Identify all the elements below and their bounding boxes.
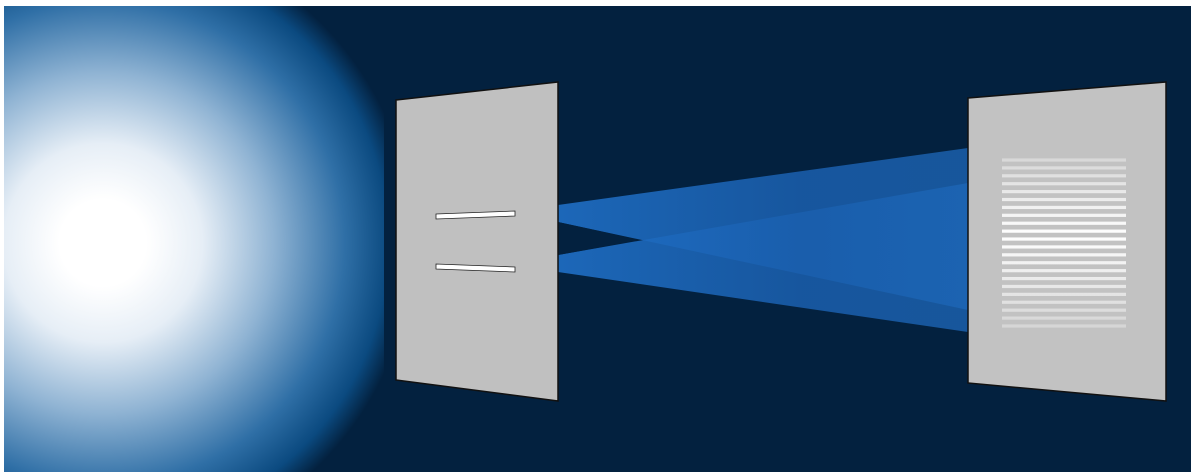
fringe-band — [1002, 190, 1126, 193]
slit-barrier — [396, 82, 558, 401]
fringe-band — [1002, 237, 1126, 240]
fringe-band — [1002, 301, 1126, 304]
light-glow — [4, 6, 384, 472]
fringe-band — [1002, 230, 1126, 233]
fringe-band — [1002, 316, 1126, 319]
fringe-band — [1002, 309, 1126, 312]
fringe-band — [1002, 222, 1126, 225]
fringe-band — [1002, 158, 1126, 161]
fringe-band — [1002, 324, 1126, 327]
fringe-band — [1002, 182, 1126, 185]
light-source — [63, 203, 143, 283]
fringe-band — [1002, 293, 1126, 296]
detection-screen — [968, 82, 1166, 401]
fringe-band — [1002, 253, 1126, 256]
fringe-band — [1002, 285, 1126, 288]
fringe-band — [1002, 245, 1126, 248]
fringe-band — [1002, 174, 1126, 177]
fringe-band — [1002, 277, 1126, 280]
screen-panel — [968, 82, 1166, 401]
barrier-panel — [396, 82, 558, 401]
fringe-band — [1002, 198, 1126, 201]
fringe-band — [1002, 261, 1126, 264]
fringe-band — [1002, 269, 1126, 272]
fringe-band — [1002, 206, 1126, 209]
fringe-band — [1002, 214, 1126, 217]
fringe-band — [1002, 166, 1126, 169]
